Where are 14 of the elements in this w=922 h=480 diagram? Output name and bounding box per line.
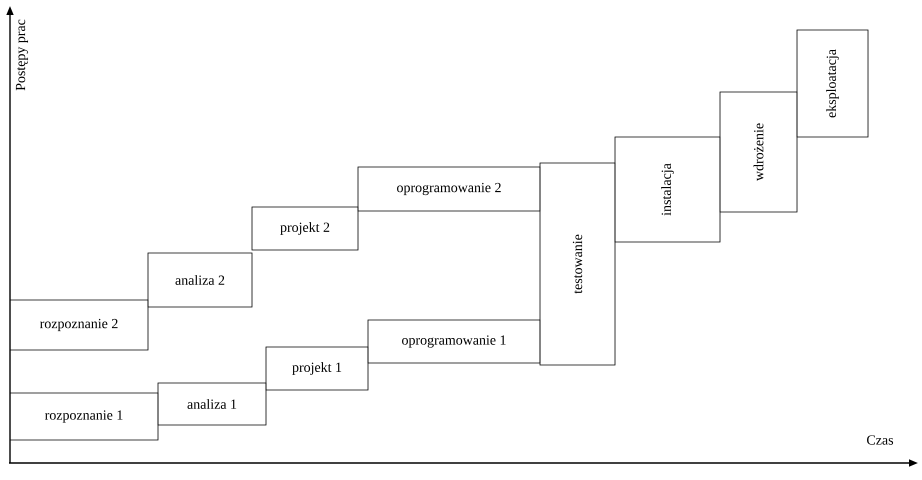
stage-box: projekt 2 (252, 206, 358, 250)
stage-box: oprogramowanie 2 (358, 166, 540, 212)
stage-box: analiza 2 (148, 252, 252, 308)
axis-label: Postępy prac (16, 20, 28, 90)
axis-label: Czas (867, 435, 894, 445)
stage-box: oprogramowanie 1 (368, 320, 540, 364)
stage-box: wdrożenie (720, 92, 798, 212)
stage-box: analiza 1 (158, 382, 266, 426)
stage-box: instalacja (614, 136, 720, 242)
stage-box: rozpoznanie 1 (10, 392, 158, 440)
stage-box: rozpoznanie 2 (10, 300, 148, 350)
stage-box: testowanie (540, 162, 616, 366)
stage-box: eksploatacja (796, 30, 868, 138)
stage-box: projekt 1 (266, 346, 368, 390)
